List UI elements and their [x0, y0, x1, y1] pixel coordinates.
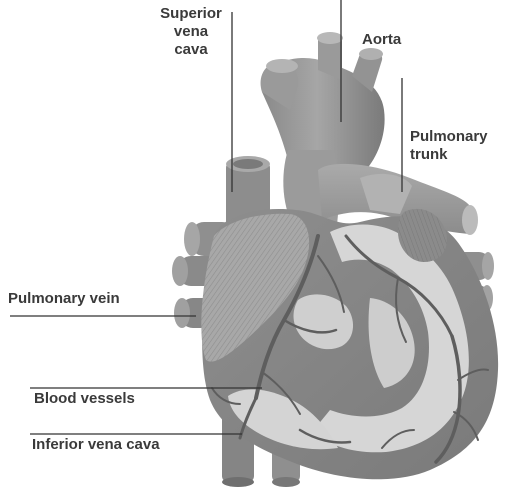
label-pulmonary-vein: Pulmonary vein [8, 290, 120, 308]
label-superior-vena-cava-line1: Superior [150, 5, 232, 23]
label-superior-vena-cava-line2: vena [150, 23, 232, 41]
label-pulmonary-trunk: Pulmonary trunk [410, 128, 488, 164]
label-blood-vessels: Blood vessels [34, 390, 135, 408]
label-pulmonary-trunk-line2: trunk [410, 146, 488, 164]
label-aorta: Aorta [362, 31, 401, 49]
label-inferior-vena-cava: Inferior vena cava [32, 436, 160, 454]
label-pulmonary-trunk-line1: Pulmonary [410, 128, 488, 146]
label-superior-vena-cava-line3: cava [150, 41, 232, 59]
label-superior-vena-cava: Superior vena cava [150, 5, 232, 59]
